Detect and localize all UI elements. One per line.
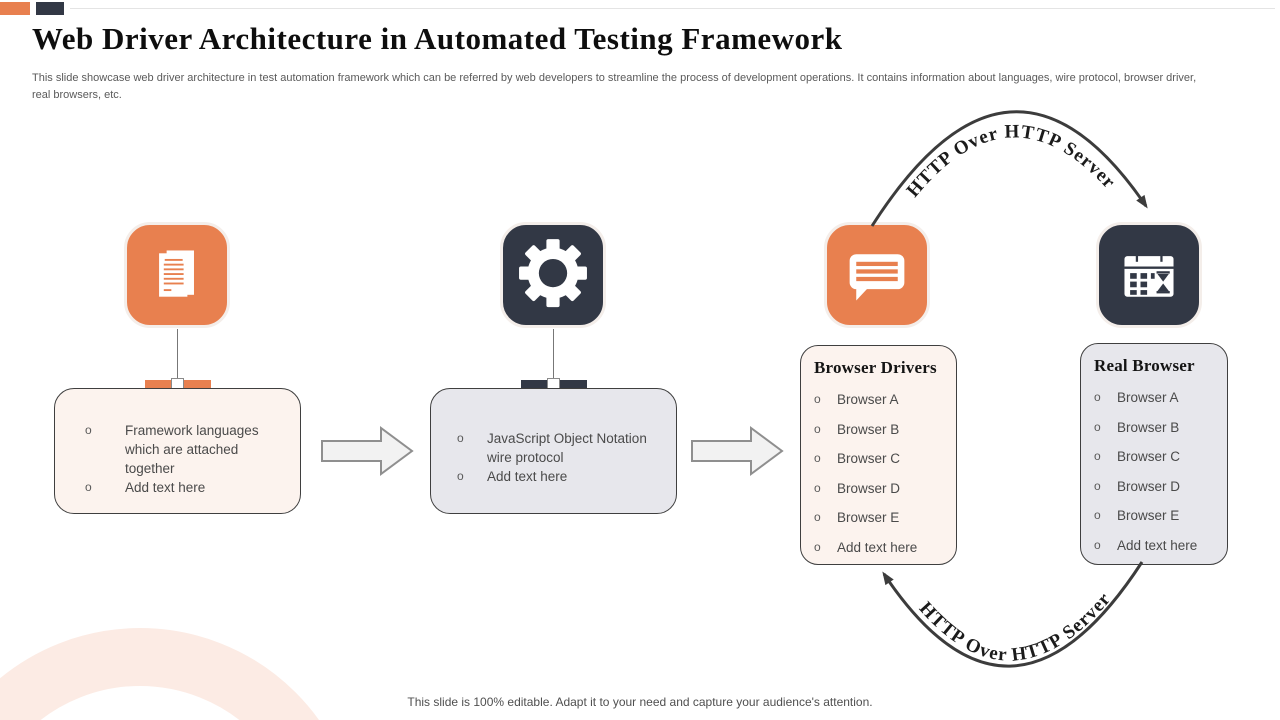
bullet-icon: o (814, 421, 821, 436)
list-item-label: Framework languages which are attached t… (125, 423, 259, 476)
corner-accent-orange (0, 2, 30, 15)
list-item-label: Add text here (487, 469, 568, 484)
bullet-icon: o (1094, 390, 1101, 404)
list-item-label: Browser B (837, 421, 900, 437)
bullet-icon: o (814, 510, 821, 524)
box-title: Browser Drivers (814, 358, 937, 377)
bottom-arc-label: HTTP Over HTTP Server (915, 588, 1115, 665)
chat-bubble-icon (849, 254, 905, 301)
step4-tile (1096, 222, 1202, 328)
list-item-label: Browser A (1117, 390, 1179, 405)
step2-tile (500, 222, 606, 328)
bullet-icon: o (814, 480, 821, 495)
framework-languages-box: o Framework languages which are attached… (54, 388, 301, 514)
calendar-hourglass-icon (1124, 250, 1174, 297)
list-item: o JavaScript Object Notation wire protoc… (457, 429, 662, 467)
top-arc-label: HTTP Over HTTP Server (903, 121, 1120, 201)
bullet-icon: o (1094, 419, 1101, 434)
list-item-label: Add text here (125, 480, 206, 495)
list-item-label: Browser E (837, 510, 900, 525)
page-title: Web Driver Architecture in Automated Tes… (32, 21, 843, 56)
list-item-label: Browser D (1117, 478, 1181, 494)
bottom-curved-arrow (882, 561, 1144, 668)
bullet-icon: o (1094, 508, 1101, 522)
footer-note: This slide is 100% editable. Adapt it to… (407, 695, 873, 709)
wire-protocol-box: o JavaScript Object Notation wire protoc… (430, 388, 677, 514)
connector-line-1 (177, 329, 178, 381)
list-item-label: Browser C (837, 451, 901, 466)
bullet-icon: o (1094, 478, 1101, 493)
bullet-icon: o (814, 451, 821, 465)
bullet-icon: o (1094, 449, 1101, 463)
gear-icon (519, 239, 587, 308)
list-item-label: Add text here (837, 539, 918, 555)
corner-accent-dark (36, 2, 64, 15)
slide-subtitle: This slide showcase web driver architect… (32, 72, 1197, 102)
block-arrow-1 (321, 426, 414, 476)
list-item: o Add text here (457, 467, 662, 486)
document-icon (159, 250, 194, 297)
bullet-icon: o (85, 423, 92, 437)
top-curved-arrow (870, 110, 1148, 227)
bullet-icon: o (85, 480, 92, 494)
step3-tile (824, 222, 930, 328)
step1-tile (124, 222, 230, 328)
list-item: o Add text here (85, 478, 280, 497)
bullet-icon: o (1094, 537, 1101, 552)
bullet-icon: o (457, 469, 464, 483)
list-item-label: JavaScript Object Notation wire protocol (487, 431, 647, 465)
connector-line-2 (553, 329, 554, 381)
list-item-label: Browser E (1117, 508, 1180, 523)
bullet-icon: o (457, 431, 464, 445)
bullet-icon: o (814, 539, 821, 554)
list-item-label: Browser D (837, 480, 901, 496)
bullet-icon: o (814, 392, 821, 406)
list-item-label: Browser A (837, 392, 899, 407)
block-arrow-2 (691, 426, 784, 476)
list-item-label: Browser C (1117, 449, 1181, 464)
list-item-label: Add text here (1117, 537, 1198, 553)
box-title: Real Browser (1094, 356, 1195, 375)
list-item-label: Browser B (1117, 419, 1180, 435)
list-item: o Framework languages which are attached… (85, 421, 280, 478)
top-divider-line (70, 8, 1275, 9)
